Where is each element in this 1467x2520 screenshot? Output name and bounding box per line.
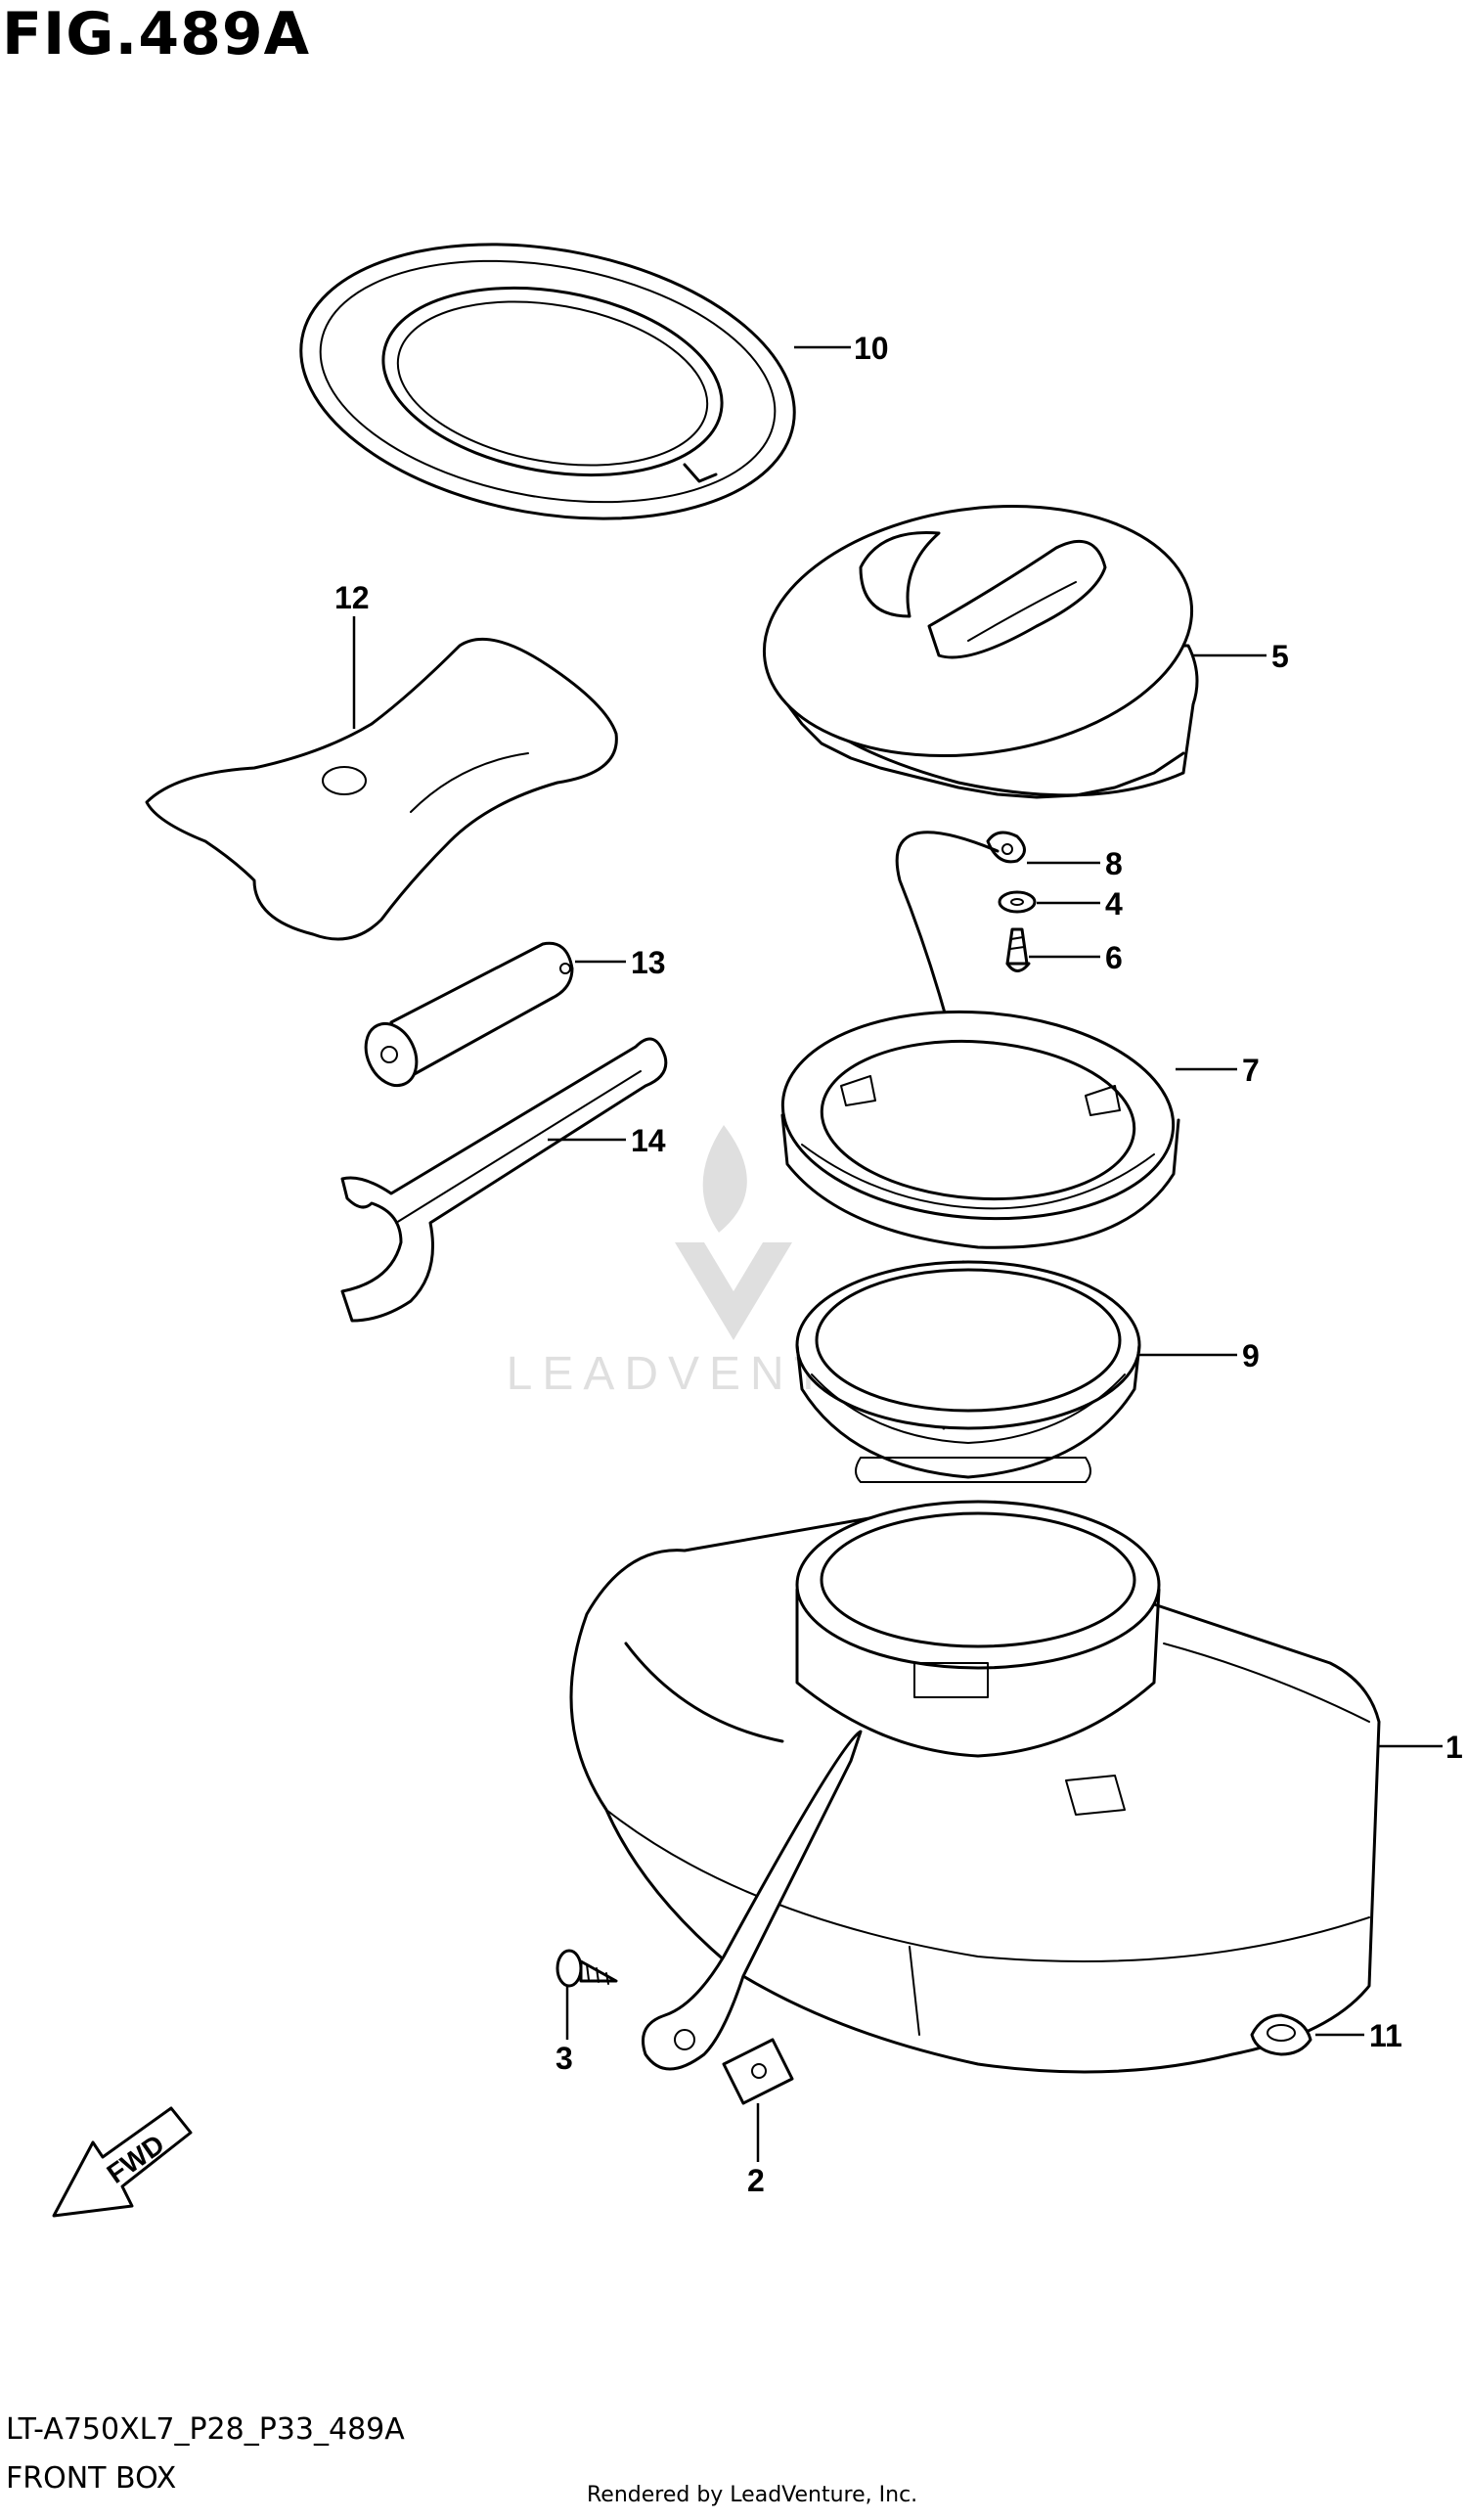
callout-11: 11 [1369, 2018, 1402, 2053]
part-2-clip [722, 2038, 794, 2105]
page-name: FRONT BOX [6, 2461, 177, 2496]
figure-title: FIG.489A [2, 0, 311, 68]
part-10-gasket [299, 243, 796, 520]
callout-6: 6 [1105, 940, 1123, 975]
box-bracket [642, 1730, 863, 2071]
callout-labels: 10 5 12 8 4 6 13 7 14 9 1 3 11 2 [334, 331, 1463, 2198]
model-code: LT-A750XL7_P28_P33_489A [6, 2412, 405, 2447]
callout-12: 12 [334, 580, 370, 615]
part-12-tool-bag [145, 637, 618, 941]
fwd-arrow: FWD [52, 2106, 193, 2218]
part-3-screw [556, 1949, 618, 1988]
part-13-holder [364, 941, 574, 1088]
callout-10: 10 [854, 331, 889, 366]
rendered-by-credit: Rendered by LeadVenture, Inc. [587, 2483, 918, 2507]
callout-1: 1 [1445, 1730, 1463, 1765]
part-11-grommet [1250, 2013, 1312, 2056]
part-14-wrench [340, 1037, 668, 1323]
leader-lines [352, 345, 1443, 2162]
part-5-cap [762, 504, 1199, 799]
callout-7: 7 [1242, 1053, 1260, 1088]
callout-9: 9 [1242, 1338, 1260, 1373]
part-8-cable-end [986, 831, 1026, 864]
part-7-ring [780, 1010, 1180, 1249]
callout-3: 3 [556, 2041, 573, 2076]
callout-14: 14 [631, 1123, 666, 1158]
callout-4: 4 [1105, 886, 1123, 922]
part-1-box [569, 1500, 1381, 2074]
part-9-seal-ring [795, 1260, 1141, 1483]
callout-2: 2 [747, 2163, 765, 2198]
part-4-washer [998, 890, 1037, 914]
callout-5: 5 [1271, 639, 1289, 674]
part-6-screw [1005, 927, 1031, 972]
callout-8: 8 [1105, 846, 1123, 881]
callout-13: 13 [631, 945, 666, 980]
